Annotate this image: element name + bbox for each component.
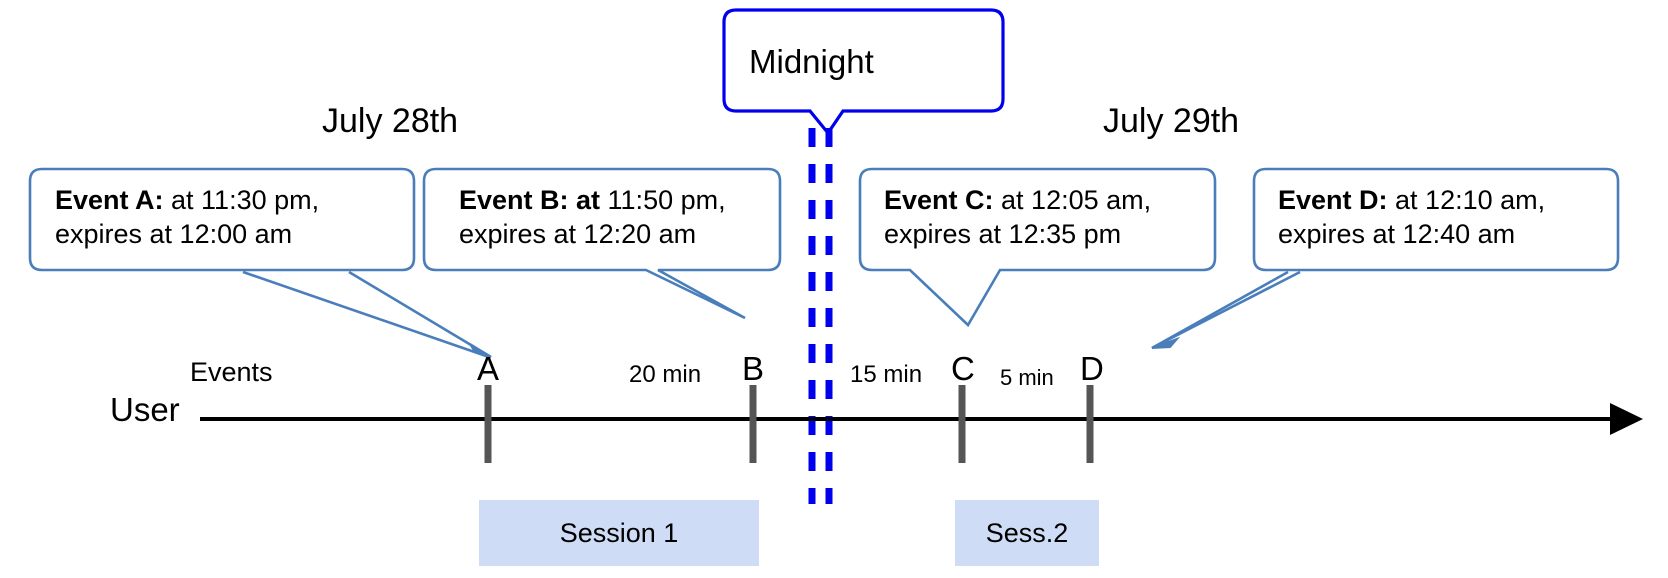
event-a-callout-line2: expires at 12:00 am [55, 219, 293, 249]
date-label-july-28: July 28th [322, 102, 459, 140]
event-a-bold: Event A: [55, 185, 164, 215]
event-a-leader-arrow [469, 343, 492, 358]
event-c-callout-box [858, 167, 1217, 328]
midnight-label: Midnight [749, 43, 874, 80]
event-c-callout-line1: Event C: at 12:05 am, [884, 184, 1151, 217]
event-d-callout-line2: expires at 12:40 am [1278, 219, 1516, 249]
event-d-bold: Event D: [1278, 185, 1388, 215]
midnight-callout-bubble [722, 8, 1005, 136]
event-d-callout-line1: Event D: at 12:10 am, [1278, 184, 1545, 217]
timeline-axis-arrowhead [1610, 403, 1643, 435]
event-b-callout-line2: expires at 12:20 am [459, 219, 697, 249]
date-label-july-29: July 29th [1103, 102, 1240, 140]
event-letter-c: C [951, 350, 975, 387]
event-letter-a: A [477, 350, 500, 387]
event-a-leader-line-2 [348, 270, 492, 359]
event-a-rest: at 11:30 pm, [163, 185, 320, 215]
event-b-rest: 11:50 pm, [600, 185, 726, 215]
session-box-1: Session 1 [479, 500, 759, 566]
event-b-bold: Event B: at [459, 185, 601, 215]
event-a-callout-box [28, 167, 416, 272]
row-label-user: User [110, 391, 180, 428]
event-d-leader-arrow [1151, 336, 1181, 349]
event-a-leader-line-1 [242, 270, 490, 359]
event-c-rest: at 12:05 am, [993, 185, 1152, 215]
event-d-callout-box [1252, 167, 1620, 272]
event-letter-d: D [1080, 350, 1104, 387]
event-b-callout-box [422, 167, 782, 320]
event-d-rest: at 12:10 am, [1387, 185, 1546, 215]
interval-label-15min: 15 min [850, 361, 923, 388]
interval-label-5min: 5 min [1000, 365, 1054, 390]
event-b-callout-line1: Event B: at 11:50 pm, [459, 184, 726, 217]
session-2-label: Sess.2 [985, 517, 1069, 548]
event-d-leader-line-2 [1151, 270, 1289, 350]
session-box-2: Sess.2 [955, 500, 1099, 566]
event-a-callout-line1: Event A: at 11:30 pm, [55, 184, 319, 217]
event-c-callout-line2: expires at 12:35 pm [884, 219, 1122, 249]
event-c-bold: Event C: [884, 185, 994, 215]
event-letter-b: B [742, 350, 765, 387]
interval-label-20min: 20 min [629, 361, 702, 388]
session-1-label: Session 1 [559, 517, 679, 548]
row-label-events: Events [190, 357, 273, 387]
